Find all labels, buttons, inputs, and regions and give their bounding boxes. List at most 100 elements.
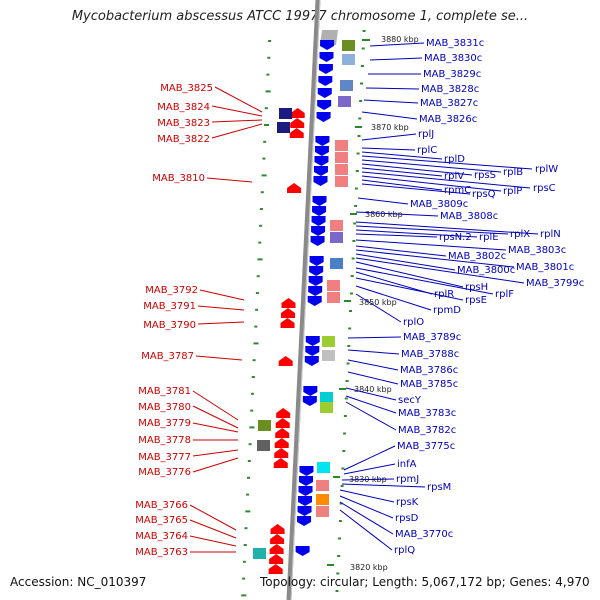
gene-label[interactable]: MAB_3831c <box>426 38 484 49</box>
gene-label[interactable]: MAB_3779 <box>138 418 191 429</box>
gene-label[interactable]: MAB_3785c <box>400 379 458 390</box>
gene-label[interactable]: MAB_3801c <box>516 262 574 273</box>
gene-label[interactable]: rpsM <box>427 482 451 493</box>
gene-label[interactable]: rpsN.2 <box>439 232 472 243</box>
gene-label[interactable]: rplX <box>510 229 530 240</box>
gene-label[interactable]: MAB_3803c <box>508 245 566 256</box>
gene-label[interactable]: MAB_3823 <box>157 118 210 129</box>
density-mark <box>266 73 270 76</box>
gene-label[interactable]: rpsK <box>396 497 419 508</box>
gene-label[interactable]: rplN <box>540 229 561 240</box>
gene-label[interactable]: rplO <box>403 317 424 328</box>
density-mark <box>244 527 248 530</box>
gene-label[interactable]: MAB_3770c <box>395 529 453 540</box>
gene-label[interactable]: MAB_3802c <box>448 251 506 262</box>
density-mark <box>252 359 256 362</box>
gene-label[interactable]: MAB_3783c <box>398 408 456 419</box>
gene-arrow-reverse <box>308 286 323 296</box>
chromosome-axis-highlight <box>290 0 321 600</box>
gene-label[interactable]: MAB_3824 <box>157 102 210 113</box>
density-mark <box>259 208 263 210</box>
gene-label[interactable]: rplB <box>503 167 523 178</box>
gene-label[interactable]: MAB_3809c <box>410 199 468 210</box>
gene-label[interactable]: MAB_3764 <box>135 531 188 542</box>
right-labels[interactable]: MAB_3831c MAB_3830c MAB_3829c MAB_3828c … <box>394 38 584 556</box>
gene-label[interactable]: infA <box>397 459 417 470</box>
leader-line <box>211 123 263 139</box>
reverse-strand-genes[interactable] <box>295 40 335 556</box>
density-mark <box>341 467 345 470</box>
gene-label[interactable]: rpmD <box>433 305 461 316</box>
leader-line <box>192 405 239 429</box>
gene-label[interactable]: MAB_3778 <box>138 435 191 446</box>
gene-label[interactable]: MAB_3780 <box>138 402 191 413</box>
density-mark <box>249 426 255 429</box>
gene-label[interactable]: rplV <box>444 171 464 182</box>
gene-arrow-reverse <box>299 466 314 476</box>
gene-label[interactable]: MAB_3828c <box>421 84 479 95</box>
gene-label[interactable]: rpmJ <box>396 474 419 485</box>
gene-arrow-reverse <box>313 166 328 176</box>
gene-label[interactable]: rpsQ <box>472 189 496 200</box>
leader-line <box>355 211 439 217</box>
gene-label[interactable]: MAB_3787 <box>141 351 194 362</box>
gene-label[interactable]: MAB_3830c <box>424 53 482 64</box>
gene-label[interactable]: MAB_3808c <box>440 211 498 222</box>
gene-label[interactable]: MAB_3792 <box>145 285 198 296</box>
gene-label[interactable]: secY <box>398 395 422 406</box>
gene-label[interactable]: rplJ <box>418 129 434 140</box>
feature-boxes[interactable] <box>253 40 355 559</box>
gene-arrow-reverse <box>316 112 331 122</box>
gene-label[interactable]: rpsD <box>395 513 419 524</box>
gene-label[interactable]: MAB_3775c <box>397 441 455 452</box>
gene-label[interactable]: MAB_3786c <box>400 365 458 376</box>
gene-label[interactable]: rpsE <box>465 295 487 306</box>
gene-label[interactable]: rplP <box>503 186 522 197</box>
feature-box <box>277 122 290 133</box>
gene-arrow-forward <box>274 438 289 448</box>
gene-label[interactable]: rpsH <box>465 282 488 293</box>
feature-box <box>253 548 266 559</box>
density-mark <box>349 310 352 312</box>
gene-label[interactable]: rplR <box>434 289 454 300</box>
gene-label[interactable]: rplF <box>495 289 514 300</box>
gene-arrow-reverse <box>311 216 326 226</box>
gene-label[interactable]: MAB_3765 <box>135 515 188 526</box>
gene-label[interactable]: MAB_3763 <box>135 547 188 558</box>
gene-label[interactable]: MAB_3825 <box>160 83 213 94</box>
leader-line <box>361 183 471 195</box>
gene-label[interactable]: MAB_3822 <box>157 134 210 145</box>
gene-label[interactable]: MAB_3829c <box>423 69 481 80</box>
gene-label[interactable]: MAB_3781 <box>138 386 191 397</box>
gene-label[interactable]: MAB_3766 <box>135 500 188 511</box>
gene-label[interactable]: MAB_3791 <box>143 301 196 312</box>
leader-line <box>189 504 237 531</box>
gene-label[interactable]: rpsS <box>474 170 496 181</box>
gene-label[interactable]: MAB_3782c <box>398 425 456 436</box>
gene-label[interactable]: rplC <box>417 145 437 156</box>
gene-label[interactable]: MAB_3776 <box>138 467 191 478</box>
gene-label[interactable]: MAB_3810 <box>152 173 205 184</box>
density-mark <box>246 493 250 496</box>
gene-label[interactable]: MAB_3788c <box>401 349 459 360</box>
gene-label[interactable]: MAB_3799c <box>526 278 584 289</box>
gene-label[interactable]: rplE <box>479 232 499 243</box>
gene-label[interactable]: MAB_3777 <box>138 452 191 463</box>
gene-arrow-reverse <box>317 100 332 110</box>
feature-box <box>342 54 355 65</box>
gene-label[interactable]: rplQ <box>394 545 415 556</box>
gene-label[interactable]: MAB_3790 <box>143 320 196 331</box>
gene-label[interactable]: MAB_3789c <box>403 332 461 343</box>
leader-line <box>211 119 263 123</box>
gene-label[interactable]: MAB_3826c <box>419 114 477 125</box>
gene-label[interactable]: MAB_3800c <box>457 265 515 276</box>
forward-strand-genes[interactable] <box>268 108 305 574</box>
gene-label[interactable]: rpmC <box>444 185 471 196</box>
gene-label[interactable]: rplD <box>444 154 465 165</box>
gene-label[interactable]: rplW <box>535 164 558 175</box>
gene-label[interactable]: MAB_3827c <box>420 98 478 109</box>
gene-label[interactable]: rpsC <box>533 183 556 194</box>
gene-arrow-reverse <box>315 136 330 146</box>
left-labels[interactable]: MAB_3825 MAB_3824 MAB_3823 MAB_3822 MAB_… <box>135 83 213 558</box>
